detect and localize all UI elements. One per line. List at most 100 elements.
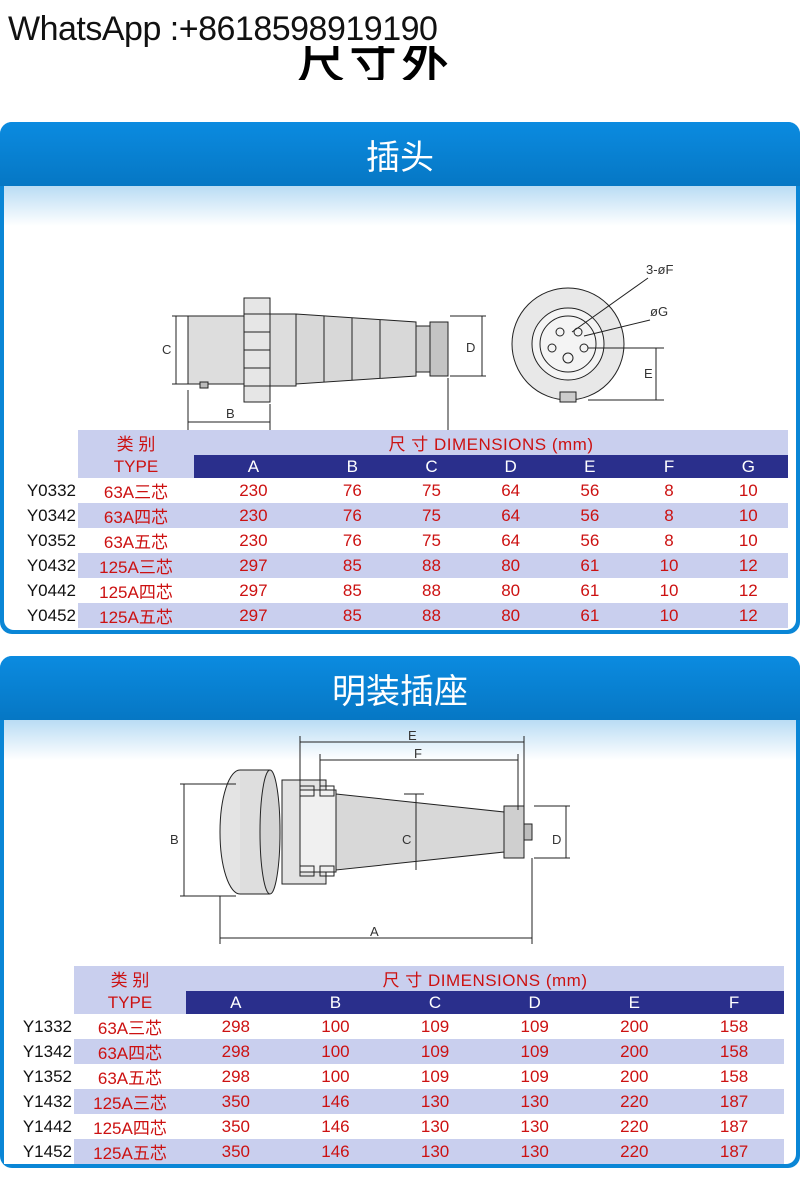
- plug-value-cell: 85: [312, 553, 392, 578]
- socket-type-cell: 125A三芯: [74, 1089, 186, 1114]
- socket-col-header: E: [584, 991, 685, 1014]
- socket-value-cell: 350: [186, 1089, 286, 1114]
- plug-value-cell: 12: [708, 603, 788, 628]
- socket-value-cell: 109: [484, 1039, 585, 1064]
- plug-value-cell: 61: [550, 553, 630, 578]
- socket-type-en-header: TYPE: [74, 991, 186, 1014]
- socket-type-cn-header: 类 别: [74, 966, 186, 991]
- plug-value-cell: 230: [194, 528, 313, 553]
- socket-dimensions-header: 尺 寸 DIMENSIONS (mm): [186, 966, 784, 991]
- socket-model-code: Y1442: [4, 1114, 74, 1139]
- socket-value-cell: 187: [684, 1089, 784, 1114]
- plug-value-cell: 88: [391, 553, 472, 578]
- plug-model-code: Y0332: [8, 478, 78, 503]
- socket-value-cell: 298: [186, 1014, 286, 1039]
- plug-model-code: Y0432: [8, 553, 78, 578]
- page-title: 尺寸外观: [298, 46, 454, 80]
- socket-value-cell: 158: [684, 1039, 784, 1064]
- socket-value-cell: 130: [385, 1089, 485, 1114]
- socket-value-cell: 130: [484, 1089, 585, 1114]
- socket-value-cell: 100: [285, 1064, 386, 1089]
- plug-value-cell: 56: [550, 478, 630, 503]
- socket-col-header: B: [285, 991, 386, 1014]
- plug-value-cell: 10: [708, 503, 788, 528]
- plug-value-cell: 56: [550, 528, 630, 553]
- socket-value-cell: 187: [684, 1114, 784, 1139]
- socket-label-a: A: [370, 924, 379, 939]
- socket-label-f: F: [414, 746, 422, 761]
- plug-value-cell: 80: [471, 553, 551, 578]
- plug-col-header: D: [471, 455, 551, 478]
- plug-value-cell: 10: [629, 578, 709, 603]
- plug-value-cell: 8: [629, 478, 709, 503]
- socket-value-cell: 200: [584, 1014, 685, 1039]
- plug-value-cell: 76: [312, 503, 392, 528]
- plug-value-cell: 76: [312, 478, 392, 503]
- plug-value-cell: 75: [391, 503, 472, 528]
- plug-col-header: C: [391, 455, 472, 478]
- socket-value-cell: 130: [484, 1139, 585, 1164]
- plug-value-cell: 56: [550, 503, 630, 528]
- plug-value-cell: 64: [471, 528, 551, 553]
- socket-model-code: Y1332: [4, 1014, 74, 1039]
- plug-value-cell: 64: [471, 478, 551, 503]
- whatsapp-watermark: WhatsApp :+8618598919190: [8, 10, 438, 48]
- socket-value-cell: 298: [186, 1064, 286, 1089]
- socket-value-cell: 146: [285, 1139, 386, 1164]
- plug-value-cell: 12: [708, 578, 788, 603]
- plug-label-e: E: [644, 366, 653, 381]
- socket-value-cell: 146: [285, 1114, 386, 1139]
- plug-value-cell: 10: [629, 603, 709, 628]
- plug-value-cell: 297: [194, 578, 313, 603]
- plug-value-cell: 85: [312, 578, 392, 603]
- plug-value-cell: 12: [708, 553, 788, 578]
- plug-value-cell: 230: [194, 478, 313, 503]
- plug-model-code: Y0342: [8, 503, 78, 528]
- plug-value-cell: 10: [708, 478, 788, 503]
- plug-model-code: Y0442: [8, 578, 78, 603]
- plug-type-cn-header: 类 别: [78, 430, 194, 455]
- plug-col-header: F: [629, 455, 709, 478]
- plug-panel-title: 插头: [0, 122, 800, 186]
- plug-value-cell: 297: [194, 553, 313, 578]
- plug-col-header: B: [312, 455, 392, 478]
- plug-type-cell: 63A五芯: [78, 528, 194, 553]
- plug-col-header: G: [708, 455, 788, 478]
- socket-value-cell: 130: [484, 1114, 585, 1139]
- socket-type-cell: 63A四芯: [74, 1039, 186, 1064]
- socket-value-cell: 350: [186, 1114, 286, 1139]
- socket-value-cell: 146: [285, 1089, 386, 1114]
- socket-value-cell: 100: [285, 1014, 386, 1039]
- plug-drawing: C B A D E 3-øF øG: [162, 262, 674, 468]
- plug-value-cell: 80: [471, 603, 551, 628]
- socket-value-cell: 109: [484, 1014, 585, 1039]
- socket-label-c: C: [402, 832, 411, 847]
- plug-value-cell: 75: [391, 528, 472, 553]
- plug-value-cell: 85: [312, 603, 392, 628]
- socket-value-cell: 187: [684, 1139, 784, 1164]
- socket-value-cell: 350: [186, 1139, 286, 1164]
- socket-value-cell: 298: [186, 1039, 286, 1064]
- socket-col-header: D: [484, 991, 585, 1014]
- plug-col-header: E: [550, 455, 630, 478]
- plug-value-cell: 230: [194, 503, 313, 528]
- plug-value-cell: 88: [391, 578, 472, 603]
- socket-dimensions-table: 类 别 尺 寸 DIMENSIONS (mm) TYPE A B C D E F…: [4, 966, 784, 1164]
- socket-value-cell: 109: [385, 1039, 485, 1064]
- socket-value-cell: 220: [584, 1089, 685, 1114]
- socket-label-e: E: [408, 728, 417, 743]
- plug-dimensions-table: 类 别 尺 寸 DIMENSIONS (mm) TYPE A B C D E F…: [8, 430, 788, 628]
- socket-value-cell: 158: [684, 1064, 784, 1089]
- socket-type-cell: 63A五芯: [74, 1064, 186, 1089]
- socket-type-cell: 63A三芯: [74, 1014, 186, 1039]
- socket-value-cell: 200: [584, 1064, 685, 1089]
- plug-label-d: D: [466, 340, 475, 355]
- socket-model-code: Y1452: [4, 1139, 74, 1164]
- plug-type-cell: 125A五芯: [78, 603, 194, 628]
- plug-type-cell: 63A四芯: [78, 503, 194, 528]
